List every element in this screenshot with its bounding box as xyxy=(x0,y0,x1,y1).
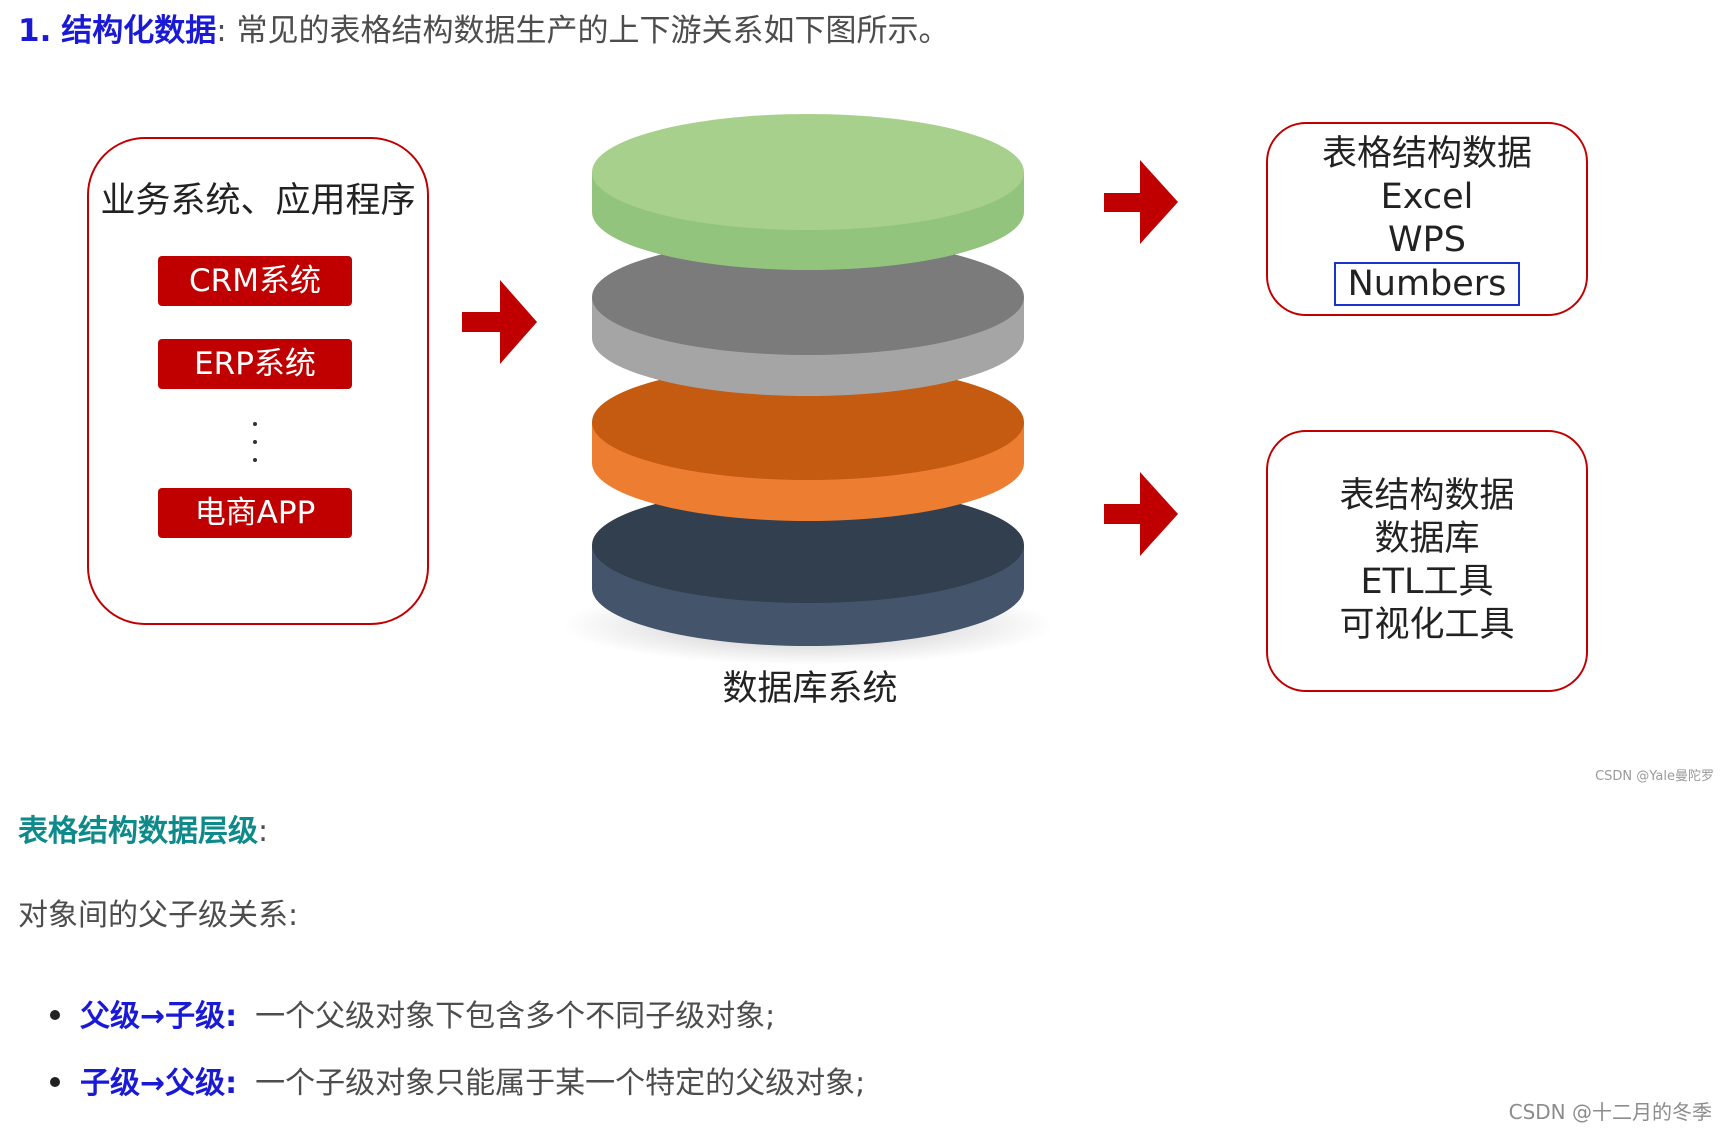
crm-system-label: CRM系统 xyxy=(158,256,352,306)
bullet-icon xyxy=(50,1009,60,1020)
table-data-tools-box: 表格结构数据 Excel WPS Numbers xyxy=(1266,122,1588,316)
erp-system-label: ERP系统 xyxy=(158,339,352,389)
bullet-text: 一个父级对象下包含多个不同子级对象; xyxy=(255,999,776,1034)
table-structure-line: 表结构数据 xyxy=(1339,476,1515,516)
table-data-line: 表格结构数据 xyxy=(1321,133,1532,174)
bullet-text: 一个子级对象只能属于某一个特定的父级对象; xyxy=(255,1066,866,1101)
data-flow-diagram xyxy=(0,100,1726,760)
intro-keyword: 结构化数据 xyxy=(61,13,217,49)
excel-line: Excel xyxy=(1380,176,1474,217)
intro-number: 1. xyxy=(18,13,52,49)
arrow-right-icon xyxy=(1104,472,1178,556)
section-heading: 表格结构数据层级: xyxy=(18,806,268,850)
section-paragraph: 对象间的父子级关系: xyxy=(18,898,299,933)
intro-line: 1. 结构化数据: 常见的表格结构数据生产的上下游关系如下图所示。 xyxy=(18,6,950,56)
database-system-label: 数据库系统 xyxy=(722,669,898,709)
db-layer-1 xyxy=(592,114,1024,270)
db-layer-2 xyxy=(592,239,1024,396)
footer-watermark: CSDN @十二月的冬季 xyxy=(1508,1100,1712,1124)
db-layer-4 xyxy=(592,487,1024,646)
diagram-graphics xyxy=(462,114,1178,665)
arrow-right-icon xyxy=(1104,160,1178,244)
image-watermark: CSDN @Yale曼陀罗 xyxy=(1595,769,1714,784)
vertical-ellipsis-icon xyxy=(240,422,270,462)
database-tools-box: 表结构数据 数据库 ETL工具 可视化工具 xyxy=(1266,430,1588,692)
intro-colon: : xyxy=(216,13,227,49)
section-heading-colon: : xyxy=(258,814,269,849)
list-item: 父级→子级: 一个父级对象下包含多个不同子级对象; xyxy=(50,995,775,1039)
etl-tools-line: ETL工具 xyxy=(1360,562,1494,602)
bullet-keyword: 父级→子级: xyxy=(80,999,238,1034)
numbers-line: Numbers xyxy=(1333,261,1521,306)
intro-text: 常见的表格结构数据生产的上下游关系如下图所示。 xyxy=(236,13,950,49)
ecommerce-app-label: 电商APP xyxy=(158,488,352,538)
bullet-icon xyxy=(50,1076,60,1087)
list-item: 子级→父级: 一个子级对象只能属于某一个特定的父级对象; xyxy=(50,1062,865,1106)
visualization-tools-line: 可视化工具 xyxy=(1339,605,1515,645)
db-layer-3 xyxy=(592,364,1024,521)
bullet-keyword: 子级→父级: xyxy=(80,1066,238,1101)
section-heading-text: 表格结构数据层级 xyxy=(18,814,258,849)
source-systems-title: 业务系统、应用程序 xyxy=(100,181,416,221)
wps-line: WPS xyxy=(1388,219,1466,260)
database-line: 数据库 xyxy=(1374,519,1480,559)
arrow-right-icon xyxy=(462,280,537,364)
source-systems-box xyxy=(87,137,429,625)
